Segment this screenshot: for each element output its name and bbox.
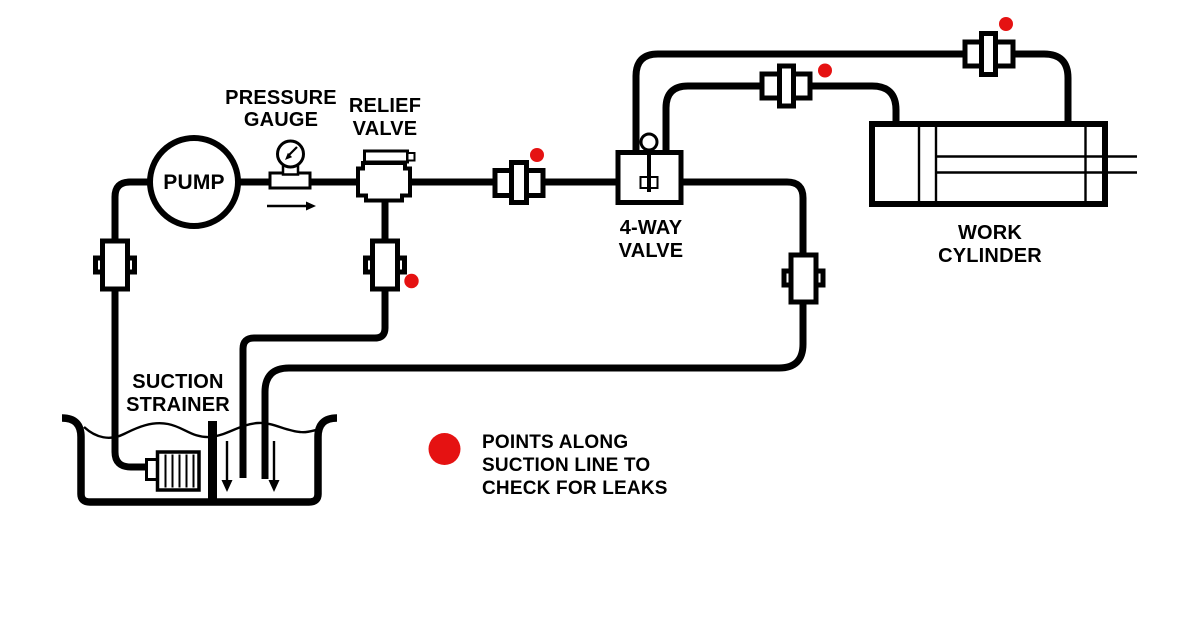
reservoir-tank [61, 414, 338, 506]
suction-line-pipe [111, 178, 153, 471]
relief-valve-cap [363, 149, 409, 164]
suction-strainer-symbol [145, 450, 201, 492]
four-way-valve-label: 4-WAY VALVE [581, 217, 721, 263]
four-way-valve-label-line2: VALVE [618, 240, 684, 262]
leak-point-markers [404, 17, 1013, 465]
relief-drain-pipe [239, 199, 389, 478]
pump-circle [147, 135, 241, 229]
pressure-gauge-symbol [267, 139, 316, 211]
valve-return-pipe [261, 178, 807, 479]
leak-legend-text: POINTS ALONG SUCTION LINE TO CHECK FOR L… [482, 431, 668, 500]
coupling-suction-line [93, 238, 137, 292]
work-cylinder-symbol [869, 121, 1137, 207]
valve-lever-knob [639, 132, 659, 152]
leak-legend-line2: SUCTION LINE TO [482, 455, 651, 476]
leak-point-marker [404, 273, 419, 289]
pipe-network [111, 50, 1072, 479]
pump-label: PUMP [163, 171, 225, 194]
coupling-pressure-line [492, 160, 546, 205]
suction-strainer-label-line1: SUCTION [132, 371, 224, 393]
relief-valve-label-line1: RELIEF [348, 95, 422, 117]
suction-strainer-label-line2: STRAINER [126, 394, 230, 416]
suction-strainer-label: SUCTION STRAINER [98, 371, 258, 417]
coupling-return-line [781, 252, 826, 305]
cylinder-barrel [869, 121, 1108, 207]
leak-point-marker [818, 63, 832, 78]
work-cylinder-label-line2: CYLINDER [938, 245, 1042, 267]
oil-surface-wave [83, 421, 317, 439]
leak-point-marker [999, 17, 1013, 31]
down-arrowhead-icon [221, 480, 233, 492]
cylinder-internals [917, 127, 1137, 201]
gauge-needle-icon [288, 146, 298, 156]
leak-legend-dot-icon [428, 433, 461, 465]
tank-walls [61, 414, 338, 506]
work-cylinder-label-line1: WORK [957, 222, 1023, 244]
pressure-gauge-label: PRESSURE GAUGE [201, 87, 361, 131]
leak-legend-line3: CHECK FOR LEAKS [482, 478, 668, 499]
relief-valve-body [356, 161, 412, 203]
four-way-valve-label-line1: 4-WAY [619, 217, 683, 239]
pressure-gauge-label-line2: GAUGE [243, 109, 319, 131]
relief-valve-adjuster-nub [406, 152, 416, 162]
relief-valve-label-line2: VALVE [352, 118, 418, 140]
work-cylinder-label: WORK CYLINDER [890, 222, 1090, 268]
down-arrowhead-icon [268, 480, 280, 492]
strainer-body [155, 450, 201, 492]
return-flow-arrows [221, 441, 280, 492]
coupling-relief-drain [363, 238, 407, 292]
coupling-cylinder-outer-line [962, 31, 1016, 77]
flow-direction-arrow-icon [267, 201, 316, 211]
valve-to-cylinder-outer-pipe [632, 50, 1072, 154]
pressure-gauge-label-line1: PRESSURE [225, 87, 337, 109]
strainer-ribs [164, 454, 195, 488]
four-way-valve-symbol [615, 132, 684, 205]
hose-couplings [93, 31, 1016, 305]
pump-symbol [147, 135, 241, 229]
coupling-cylinder-inner-line [759, 63, 813, 109]
gauge-needle-tip-icon [285, 152, 293, 160]
relief-valve-label: RELIEF VALVE [315, 95, 455, 141]
relief-valve-symbol [356, 149, 416, 203]
leak-point-marker [530, 148, 544, 162]
leak-legend-line1: POINTS ALONG [482, 432, 629, 453]
